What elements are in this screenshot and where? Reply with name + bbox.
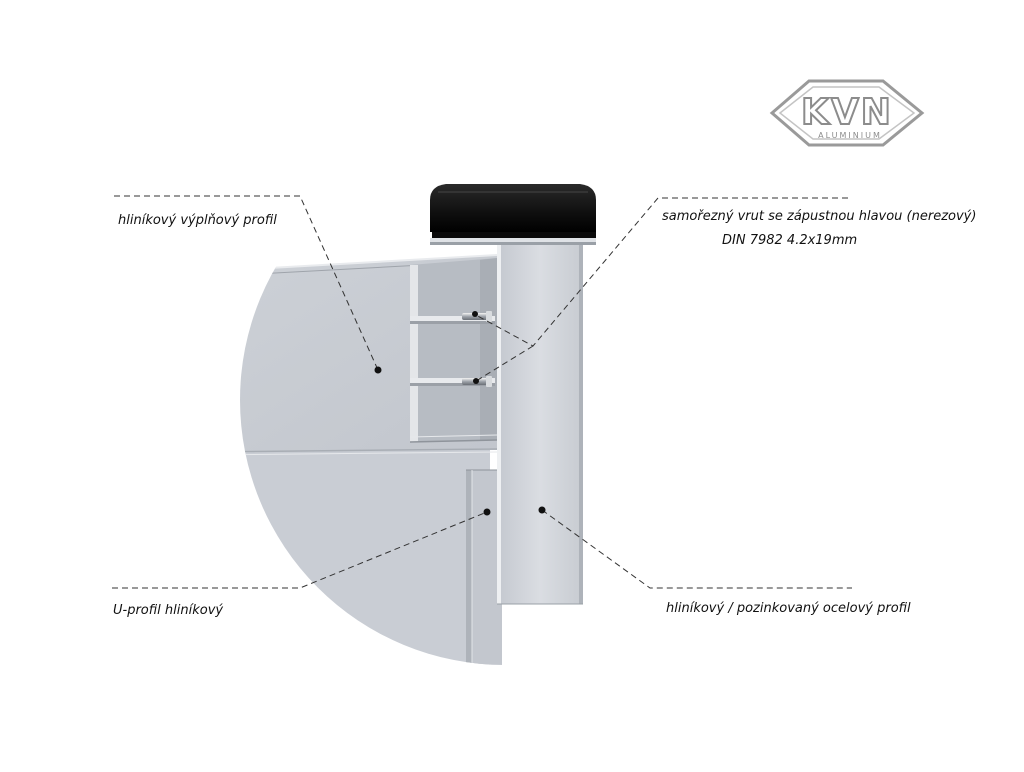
leader-infill	[114, 195, 379, 371]
profile-cutaway	[409, 258, 498, 443]
leader-dots	[374, 311, 546, 516]
leader-screw	[473, 197, 848, 347]
kvn-aluminium-logo: KVN ALUMINIUM	[769, 79, 925, 147]
infill-profile-lower	[240, 448, 490, 665]
label-post-profile: hliníkový / pozinkovaný ocelový profil	[666, 601, 911, 616]
svg-text:ALUMINIUM: ALUMINIUM	[818, 131, 882, 140]
leader-post	[541, 509, 852, 589]
post-cap	[430, 184, 596, 245]
leader-lines	[112, 195, 852, 589]
label-infill-profile: hliníkový výplňový profil	[118, 213, 277, 228]
svg-text:KVN: KVN	[801, 92, 893, 133]
label-screw-line2: DIN 7982 4.2x19mm	[722, 233, 858, 248]
label-screw-line1: samořezný vrut se zápustnou hlavou (nere…	[662, 209, 977, 224]
leader-u-profile	[112, 511, 488, 589]
post-profile	[497, 244, 583, 605]
label-u-profile: U-profil hliníkový	[113, 603, 224, 618]
leader-screw-branch	[475, 345, 534, 382]
